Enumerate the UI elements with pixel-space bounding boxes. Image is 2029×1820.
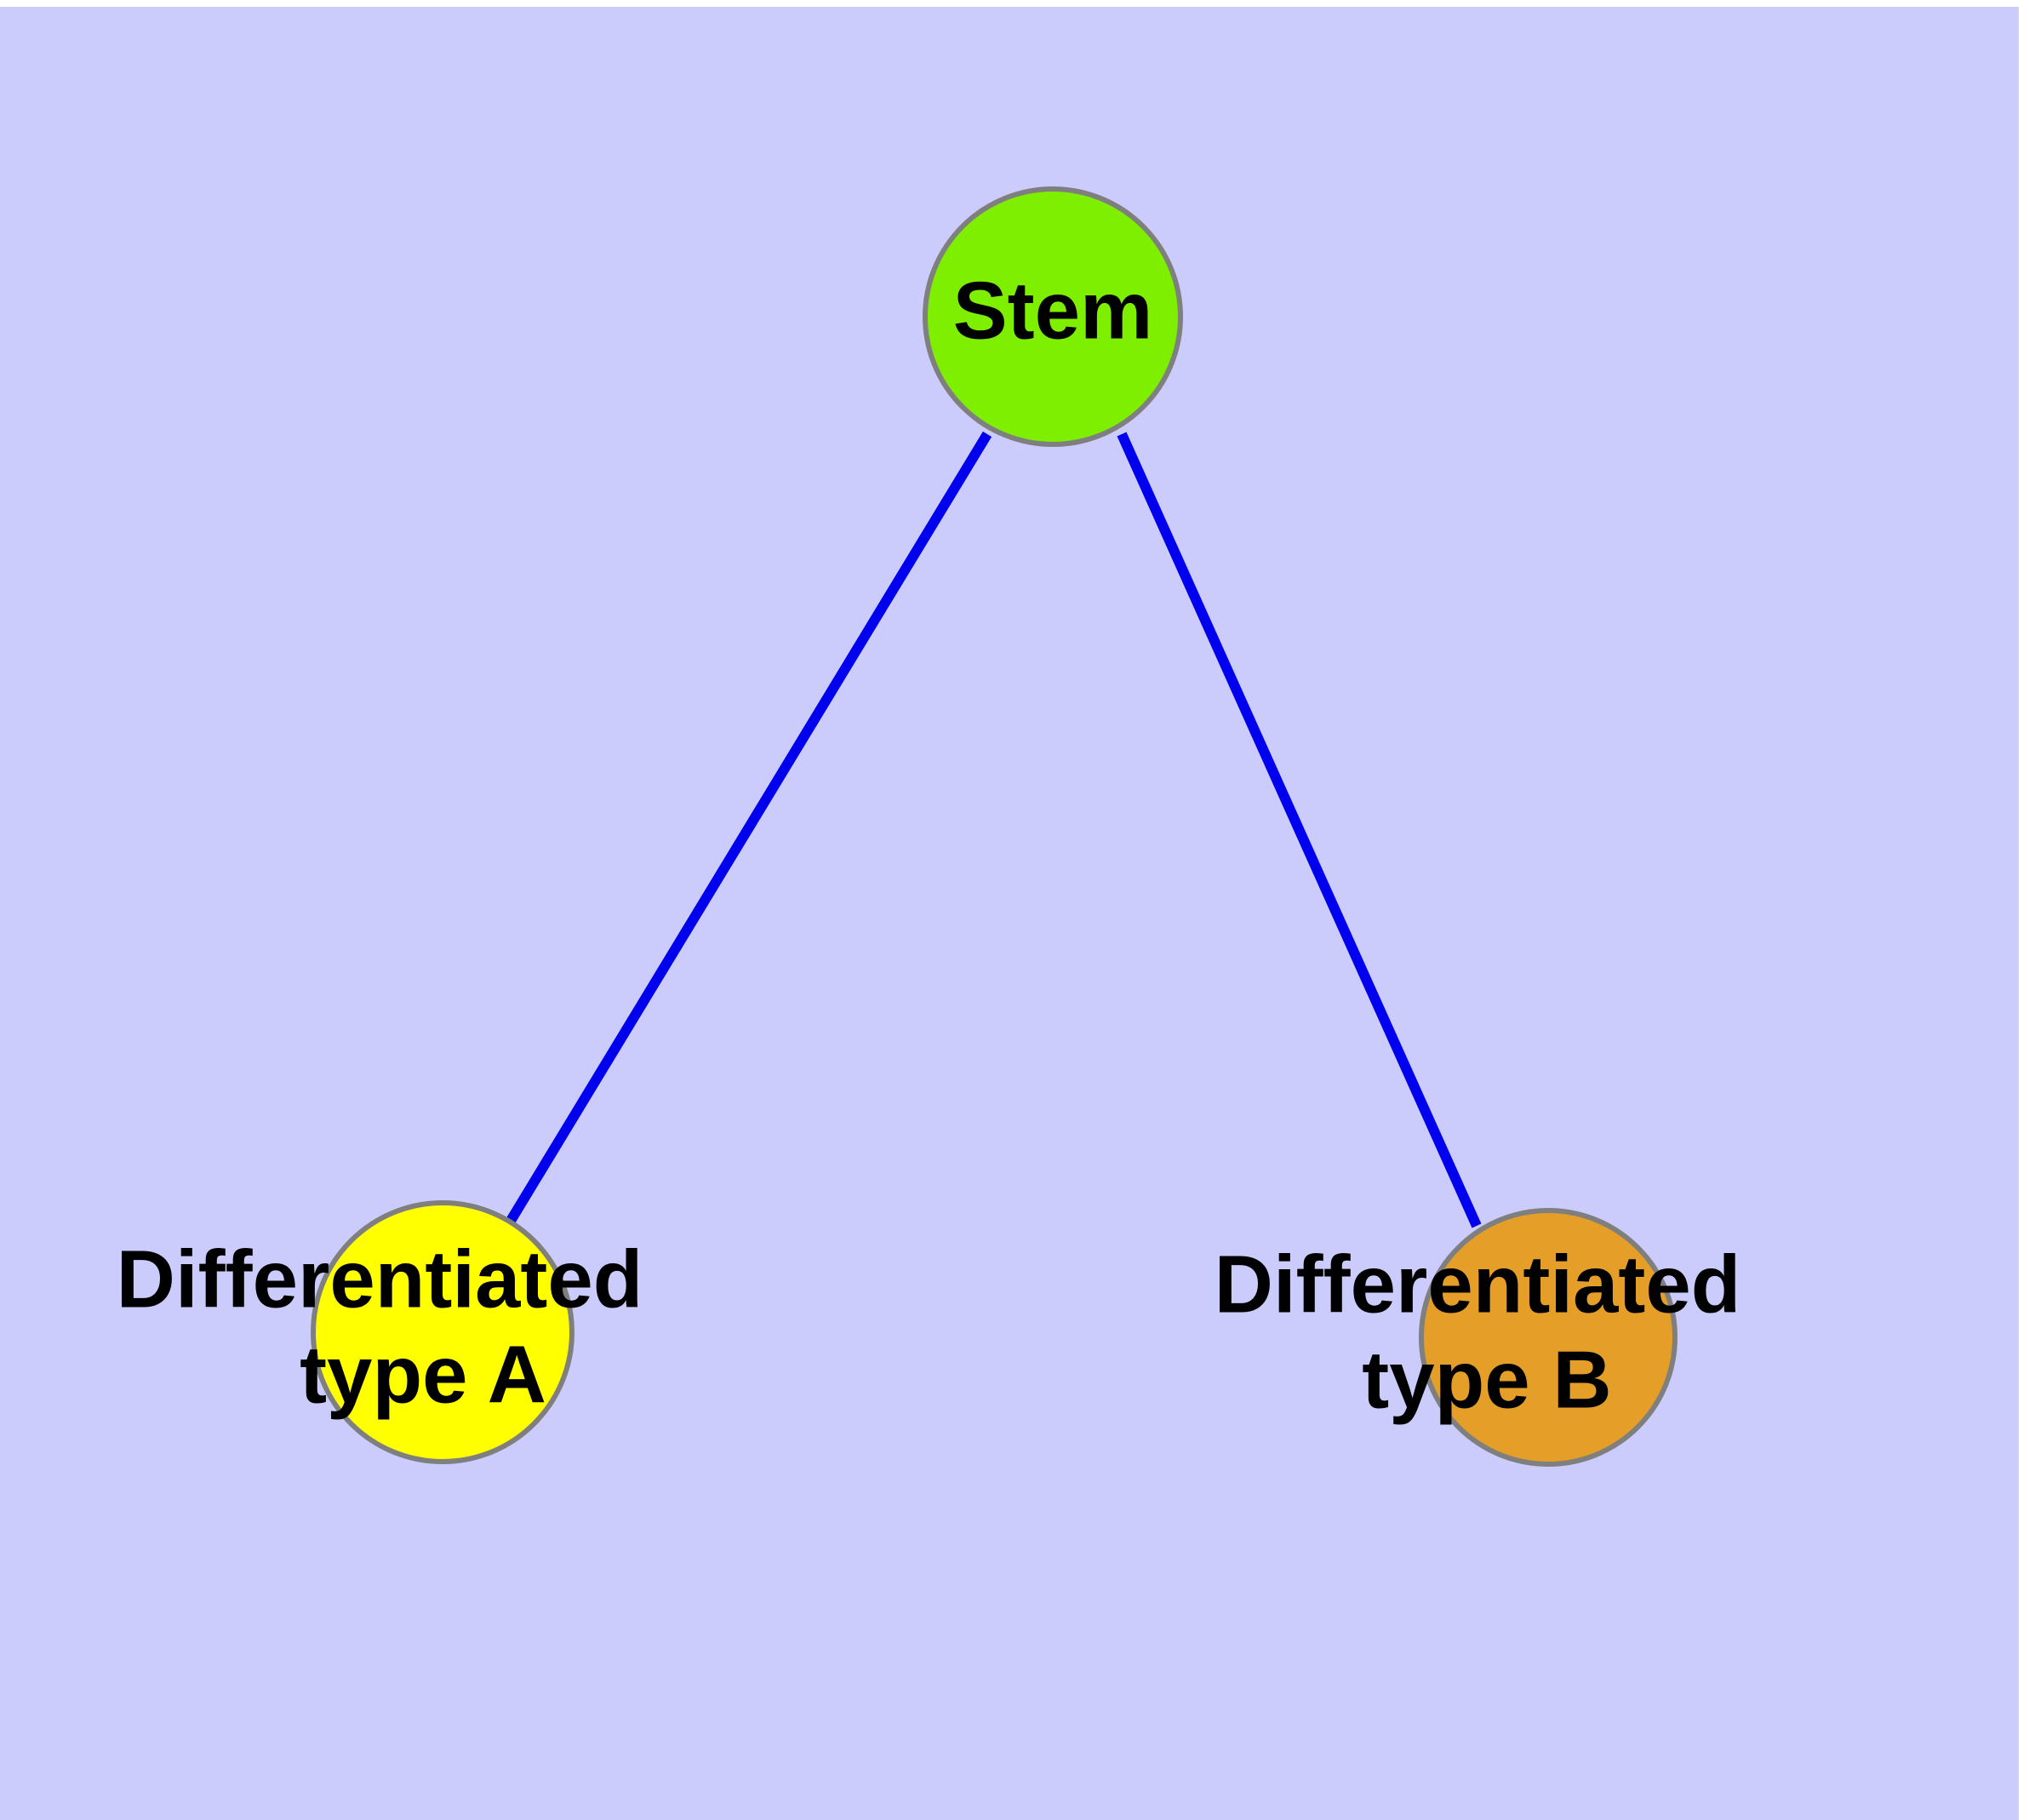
node-stem-label: Stem	[953, 265, 1153, 356]
node-stem-circle[interactable]	[923, 186, 1183, 447]
node-differentiated-type-b-label-line2: type B	[1362, 1334, 1611, 1425]
edge-layer	[506, 431, 1482, 1228]
node-differentiated-type-b-circle[interactable]	[1419, 1208, 1677, 1467]
node-differentiated-type-b[interactable]	[1419, 1208, 1677, 1467]
node-differentiated-type-a-label-line1: Differentiated	[117, 1233, 643, 1325]
edge-stem-to-differentiated-type-b[interactable]	[1117, 432, 1482, 1228]
label-layer: Stem Differentiated type A Differentiate…	[117, 265, 1741, 1425]
node-differentiated-type-a-label: Differentiated type A	[117, 1233, 643, 1420]
node-differentiated-type-a-label-line2: type A	[300, 1329, 546, 1420]
edge-stem-to-differentiated-type-a[interactable]	[506, 431, 992, 1224]
node-differentiated-type-a-circle[interactable]	[311, 1200, 574, 1464]
node-stem[interactable]	[923, 186, 1183, 447]
node-differentiated-type-b-label: Differentiated type B	[1215, 1239, 1741, 1425]
node-layer	[311, 186, 1677, 1467]
node-differentiated-type-a[interactable]	[311, 1200, 574, 1464]
node-differentiated-type-b-label-line1: Differentiated	[1215, 1239, 1741, 1330]
